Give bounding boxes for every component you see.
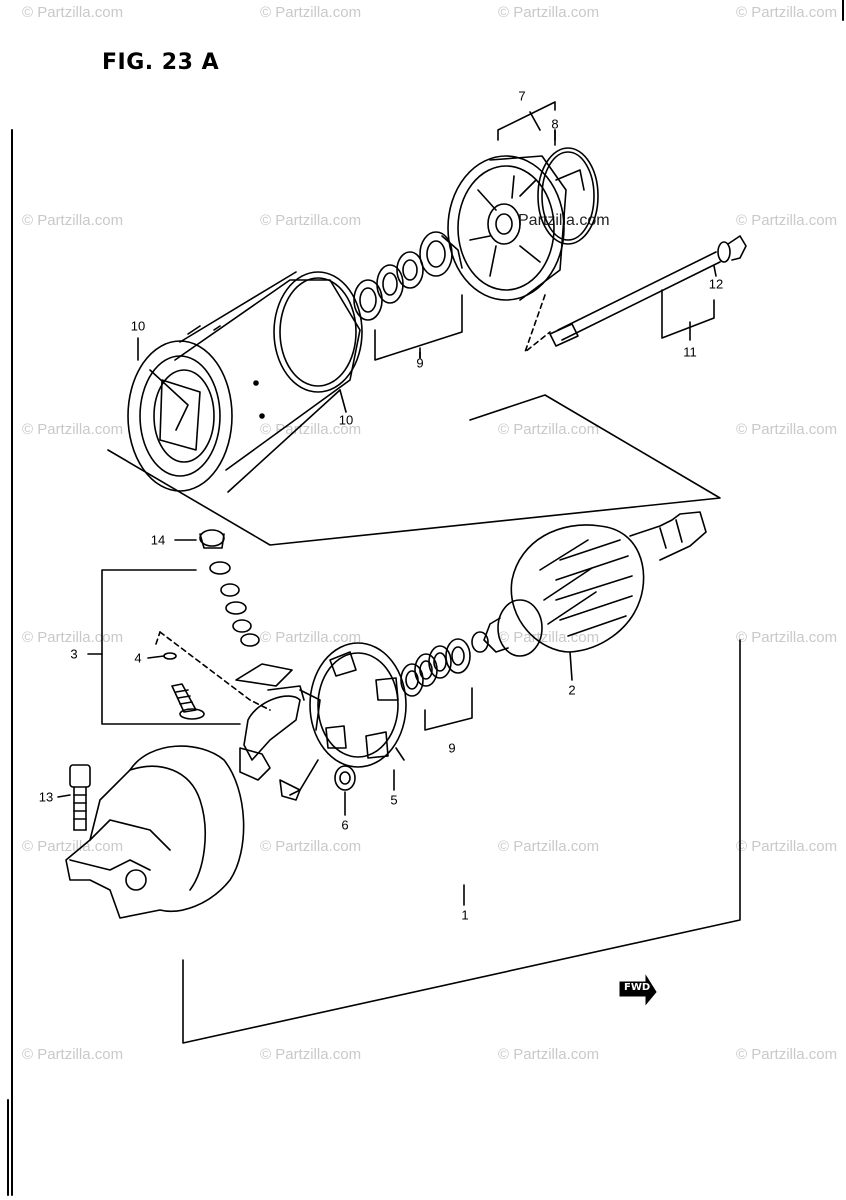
washer-stack-upper bbox=[353, 231, 463, 321]
assembly-bracket-1 bbox=[182, 639, 741, 1044]
watermark: © Partzilla.com bbox=[22, 212, 124, 229]
callout-12: 12 bbox=[708, 276, 724, 292]
yoke-housing bbox=[127, 271, 363, 493]
washer-stack-lower bbox=[400, 638, 471, 697]
brush-holder bbox=[289, 642, 407, 796]
watermark: © Partzilla.com bbox=[22, 629, 124, 646]
watermark: © Partzilla.com bbox=[260, 4, 362, 21]
watermark: © Partzilla.com bbox=[498, 1046, 600, 1063]
o-ring bbox=[537, 147, 599, 245]
watermark: © Partzilla.com bbox=[22, 4, 124, 21]
watermark: © Partzilla.com bbox=[260, 838, 362, 855]
watermark: © Partzilla.com bbox=[22, 421, 124, 438]
brush-plate bbox=[235, 663, 305, 801]
watermark: © Partzilla.com bbox=[498, 421, 600, 438]
callout-2: 2 bbox=[568, 682, 576, 698]
callout-8: 8 bbox=[551, 116, 559, 132]
armature bbox=[471, 511, 707, 657]
watermark: © Partzilla.com bbox=[260, 421, 362, 438]
watermark: © Partzilla.com bbox=[260, 629, 362, 646]
bracket-11-12 bbox=[661, 289, 715, 339]
callout-7: 7 bbox=[518, 88, 526, 104]
callout-14: 14 bbox=[150, 532, 166, 548]
through-bolt bbox=[549, 235, 747, 347]
mounting-bolt bbox=[69, 764, 91, 831]
callout-9: 9 bbox=[416, 355, 424, 371]
end-cover bbox=[447, 155, 567, 301]
figure-title: FIG. 23 A bbox=[102, 50, 220, 75]
watermark: © Partzilla.com bbox=[736, 1046, 838, 1063]
bracket-7-8 bbox=[497, 101, 556, 141]
callout-4: 4 bbox=[134, 650, 142, 666]
bracket-9-upper bbox=[374, 294, 463, 361]
terminal-bolt-set bbox=[163, 529, 260, 720]
watermark: © Partzilla.com bbox=[22, 1046, 124, 1063]
watermark: © Partzilla.com bbox=[736, 838, 838, 855]
callout-9: 9 bbox=[448, 740, 456, 756]
watermark: © Partzilla.com bbox=[498, 838, 600, 855]
housing-frame-lines bbox=[107, 394, 721, 546]
watermark: © Partzilla.com bbox=[22, 838, 124, 855]
callout-13: 13 bbox=[38, 789, 54, 805]
callout-10: 10 bbox=[130, 318, 146, 334]
watermark: © Partzilla.com bbox=[736, 212, 838, 229]
drive-housing bbox=[65, 745, 245, 919]
watermark: © Partzilla.com bbox=[260, 212, 362, 229]
watermark: © Partzilla.com bbox=[498, 4, 600, 21]
watermark: © Partzilla.com bbox=[736, 629, 838, 646]
watermark: © Partzilla.com bbox=[736, 421, 838, 438]
fwd-arrow-icon bbox=[619, 974, 657, 1006]
watermark: © Partzilla.com bbox=[736, 4, 838, 21]
bracket-3 bbox=[101, 569, 241, 725]
callout-3: 3 bbox=[70, 646, 78, 662]
callout-10: 10 bbox=[338, 412, 354, 428]
callout-6: 6 bbox=[341, 817, 349, 833]
fwd-label: FWD bbox=[624, 982, 651, 993]
bushing bbox=[334, 765, 356, 791]
callout-5: 5 bbox=[390, 792, 398, 808]
callout-11: 11 bbox=[683, 344, 697, 360]
watermark: © Partzilla.com bbox=[260, 1046, 362, 1063]
callout-1: 1 bbox=[461, 907, 469, 923]
bracket-9-lower bbox=[424, 687, 473, 731]
